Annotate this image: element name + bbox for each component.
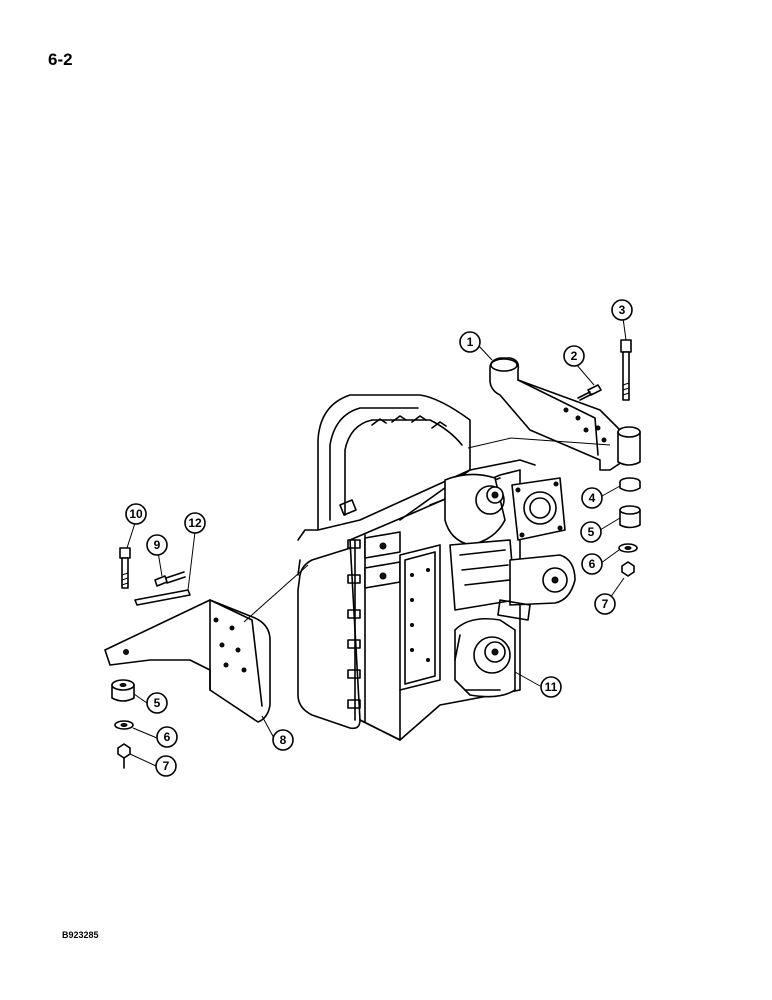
callout-1: 1 <box>459 331 481 353</box>
callout-4-label: 4 <box>589 491 596 505</box>
callout-1-label: 1 <box>467 335 474 349</box>
callout-5-left: 5 <box>146 692 168 714</box>
callout-5-right: 5 <box>580 521 602 543</box>
callout-10: 10 <box>125 503 147 525</box>
callout-12-label: 12 <box>188 516 202 530</box>
callout-9: 9 <box>146 534 168 556</box>
bolt-item-3 <box>620 339 632 401</box>
callout-7-right-label: 7 <box>602 597 609 611</box>
callout-8-label: 8 <box>280 733 287 747</box>
bolt-item-2 <box>577 384 602 401</box>
callout-12: 12 <box>184 512 206 534</box>
callout-6-left-label: 6 <box>164 730 171 744</box>
callout-8: 8 <box>272 729 294 751</box>
callout-6-right-label: 6 <box>589 557 596 571</box>
right-isolator-stack <box>618 477 641 577</box>
figure-code: B923285 <box>62 930 99 940</box>
right-mounting-bracket <box>489 357 641 471</box>
callout-4: 4 <box>581 487 603 509</box>
callout-7-left-label: 7 <box>163 759 170 773</box>
bolt-item-10 <box>119 547 131 589</box>
left-mounting-bracket <box>104 589 271 723</box>
callout-11: 11 <box>540 676 562 698</box>
callout-7-left: 7 <box>155 755 177 777</box>
callout-3: 3 <box>611 299 633 321</box>
transmission-assembly <box>297 394 576 741</box>
callout-5-left-label: 5 <box>154 696 161 710</box>
page-number: 6-2 <box>48 50 73 69</box>
callout-10-label: 10 <box>129 507 143 521</box>
callout-9-label: 9 <box>154 538 161 552</box>
callout-2-label: 2 <box>571 349 578 363</box>
callout-7-right: 7 <box>594 593 616 615</box>
bolt-item-9 <box>154 571 186 587</box>
callout-3-label: 3 <box>619 303 626 317</box>
left-isolator-stack <box>111 679 135 769</box>
callout-2: 2 <box>563 345 585 367</box>
callout-6-left: 6 <box>156 726 178 748</box>
callout-6-right: 6 <box>581 553 603 575</box>
callout-5-right-label: 5 <box>588 525 595 539</box>
callout-11-label: 11 <box>545 680 558 694</box>
